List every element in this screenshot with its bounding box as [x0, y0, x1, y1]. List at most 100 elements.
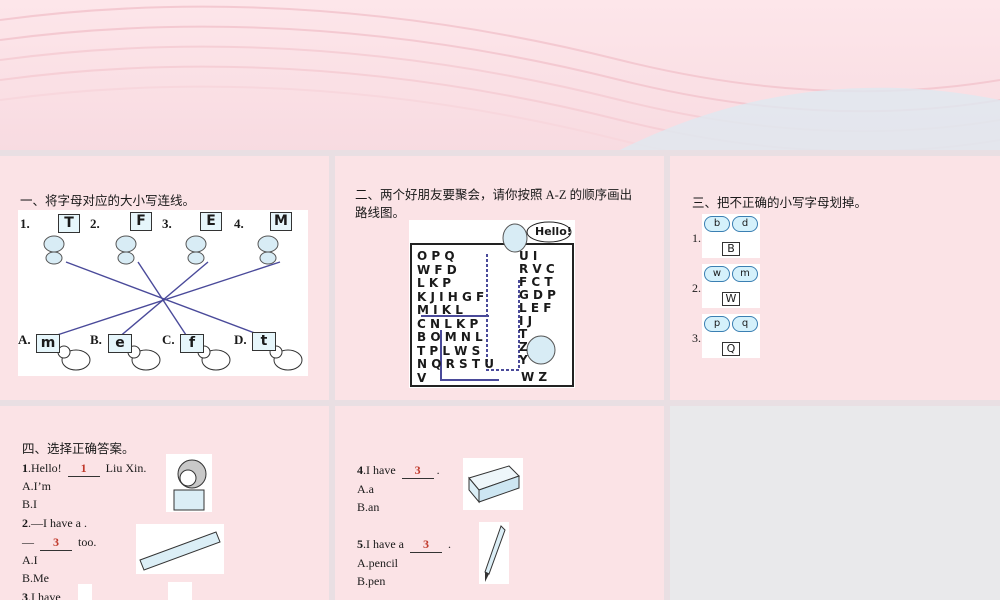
bottom-num-C: C. — [162, 332, 175, 347]
matching-lines — [43, 235, 303, 371]
divider — [329, 406, 335, 600]
question-3: 3.I have — [22, 589, 61, 600]
maze-figure: Hello! O P Q W F D L K P K J I H G F M I… — [409, 220, 575, 388]
maze-row: C N L K P — [417, 316, 479, 331]
choice-b[interactable]: b — [704, 216, 730, 232]
uppercase-Q: Q — [722, 342, 740, 356]
maze-row: W Z — [521, 370, 548, 384]
divider — [664, 406, 670, 600]
uppercase-card-F: F — [130, 212, 152, 231]
maze-row: I J — [519, 314, 533, 328]
section1-title: 一、将字母对应的大小写连线。 — [20, 194, 196, 208]
lowercase-card-f: f — [180, 334, 204, 353]
q4-text-before: .I have — [363, 463, 399, 477]
header-banner — [0, 0, 1000, 152]
maze-row: L K P — [417, 276, 452, 290]
q5-answer-blank[interactable]: 3 — [409, 536, 442, 553]
q2-num: 2 — [22, 516, 28, 530]
choice-p[interactable]: p — [704, 316, 730, 332]
choice-m[interactable]: m — [732, 266, 758, 282]
q1-text-after: Liu Xin. — [102, 461, 147, 475]
q4-option-a: A.a — [357, 482, 374, 496]
divider — [0, 150, 1000, 156]
panel-section3: 三、把不正确的小写字母划掉。 1. b d B 2. w m W 3. p q … — [670, 156, 1000, 400]
uppercase-card-E: E — [200, 212, 222, 231]
q1-option-a: A.I’m — [22, 479, 51, 493]
girl-icon — [173, 459, 207, 511]
q4-text-after: . — [436, 463, 440, 477]
q4-option-b: B.an — [357, 500, 380, 514]
lowercase-card-t: t — [252, 332, 276, 351]
pen-picture — [479, 522, 509, 584]
maze-row: U I — [519, 249, 538, 263]
speech-bubble: Hello! — [535, 225, 572, 238]
top-num-4: 4. — [234, 216, 244, 231]
uppercase-B: B — [722, 242, 740, 256]
top-num-1: 1. — [20, 216, 30, 231]
q4-num: 4 — [357, 463, 363, 477]
bottom-num-A: A. — [18, 332, 31, 347]
letter-choice-2: w m W — [702, 264, 760, 308]
letter-choice-1: b d B — [702, 214, 760, 258]
maze-row: B O M N L — [417, 330, 483, 344]
eraser-picture — [463, 458, 523, 510]
choice-d[interactable]: d — [732, 216, 758, 232]
q1-option-b: B.I — [22, 497, 37, 511]
question-2-line1: 2.—I have a . — [22, 515, 87, 531]
maze-row: N Q R S T U V — [417, 357, 494, 385]
q5-text-before: .I have a — [363, 537, 407, 551]
panel-section4: 四、选择正确答案。 1.Hello! 1 Liu Xin. A.I’m B.I … — [0, 406, 329, 600]
maze-path — [410, 221, 574, 387]
item-num-3: 3. — [692, 331, 701, 345]
maze-row: G D P — [519, 288, 556, 302]
ruler-icon — [139, 531, 221, 571]
item-num-1: 1. — [692, 231, 701, 245]
maze-row: T P L W S — [417, 343, 481, 358]
maze-row: L E F — [519, 301, 552, 315]
q4-answer-blank[interactable]: 3 — [401, 462, 434, 479]
wave-decoration — [0, 5, 1000, 152]
maze-row: O P Q — [417, 249, 455, 263]
q1-text-before: .Hello! — [28, 461, 65, 475]
section4-title: 四、选择正确答案。 — [22, 442, 135, 456]
question-4: 4.I have 3. — [357, 462, 440, 479]
maze-row: W F D — [417, 262, 457, 277]
q5-num: 5 — [357, 537, 363, 551]
letter-choice-3: p q Q — [702, 314, 760, 358]
maze-left: O P Q W F D L K P K J I H G F M I K L C … — [417, 249, 497, 385]
q2-line2-after: too. — [75, 535, 97, 549]
q1-num: 1 — [22, 461, 28, 475]
divider — [664, 156, 670, 400]
panel-section4-continued: 4.I have 3. A.a B.an 5.I have a 3 . A.pe… — [335, 406, 664, 600]
top-num-3: 3. — [162, 216, 172, 231]
blank-box — [78, 584, 92, 600]
maze-row: M I K L — [417, 303, 463, 317]
item-num-2: 2. — [692, 281, 701, 295]
bottom-num-B: B. — [90, 332, 102, 347]
empty-panel — [670, 406, 1000, 600]
maze-row: K J I H G F — [417, 289, 485, 304]
q2-answer-blank[interactable]: 3 — [40, 534, 72, 551]
uppercase-card-T: T — [58, 214, 80, 233]
eraser-icon — [468, 465, 520, 504]
lowercase-card-m: m — [36, 334, 60, 353]
item-picture — [168, 582, 192, 600]
ruler-picture — [136, 524, 224, 574]
q5-option-b: B.pen — [357, 574, 386, 588]
question-2-line2: — 3 too. — [22, 534, 96, 551]
choice-w[interactable]: w — [704, 266, 730, 282]
q3-text: .I have — [28, 590, 61, 600]
maze-row: Y — [519, 353, 528, 367]
divider — [329, 156, 335, 400]
bottom-num-D: D. — [234, 332, 247, 347]
girl-picture — [166, 454, 212, 512]
question-5: 5.I have a 3 . — [357, 536, 451, 553]
q1-answer-blank[interactable]: 1 — [67, 460, 100, 477]
q5-text-after: . — [444, 537, 451, 551]
maze-row: R V C — [519, 262, 555, 276]
maze-right: U I R V C F C T G D P L E F I J T Z Y — [519, 250, 569, 367]
section3-title: 三、把不正确的小写字母划掉。 — [692, 196, 868, 210]
panel-section1: 一、将字母对应的大小写连线。 1. 2. 3. 4. — [0, 156, 329, 400]
choice-q[interactable]: q — [732, 316, 758, 332]
maze-row: Z — [519, 340, 528, 354]
